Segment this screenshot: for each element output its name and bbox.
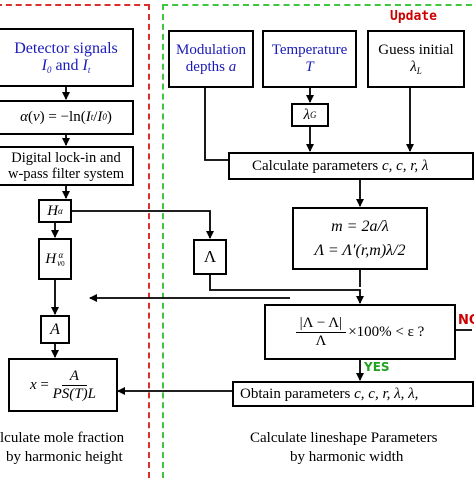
arrow-halpha-to-lambda [72,210,214,239]
guess-initial-box: Guess initial λL [367,30,465,88]
obtain-parameters-box: Obtain parameters c, c, r, λ, λ, [232,381,474,407]
lockin-line1: Digital lock-in and [11,149,121,166]
detector-signals-box: Detector signals I0 and It [0,28,134,87]
modulation-depths-box: Modulation depths a [168,30,254,88]
update-label: Update [390,9,437,24]
detector-signals-label: Detector signals [14,39,118,57]
mole-fraction-formula-box: x = A PS(T)L [8,358,118,412]
left-caption-line2: by harmonic height [6,449,123,465]
right-caption-line2: by harmonic width [290,449,404,465]
line-modulation-down [204,88,228,161]
modulation-index-box: m = 2a/λ Λ = Λ′(r,m)λ/2 [292,207,428,270]
lockin-line2: w-pass filter system [8,166,124,182]
yes-label: YES [364,360,390,374]
lockin-filter-box: Digital lock-in and w-pass filter system [0,146,134,186]
no-label: NO [458,313,474,328]
lambda-box: Λ [193,239,227,275]
right-caption-line1: Calculate lineshape Parameters [250,430,438,446]
a-box: A [40,315,70,344]
arrow-lambda-to-condition [209,275,364,304]
left-dashed-frame [0,4,150,478]
detector-signals-vars: I0 and It [41,57,91,76]
convergence-condition-box: |Λ − Λ| Λ ×100% < ε ? [264,304,456,360]
left-caption-line1: lculate mole fraction [0,430,125,446]
right-dashed-frame [162,4,474,478]
calculate-parameters-box: Calculate parameters c, c, r, λ [228,152,474,180]
temperature-box: Temperature T [262,30,357,88]
